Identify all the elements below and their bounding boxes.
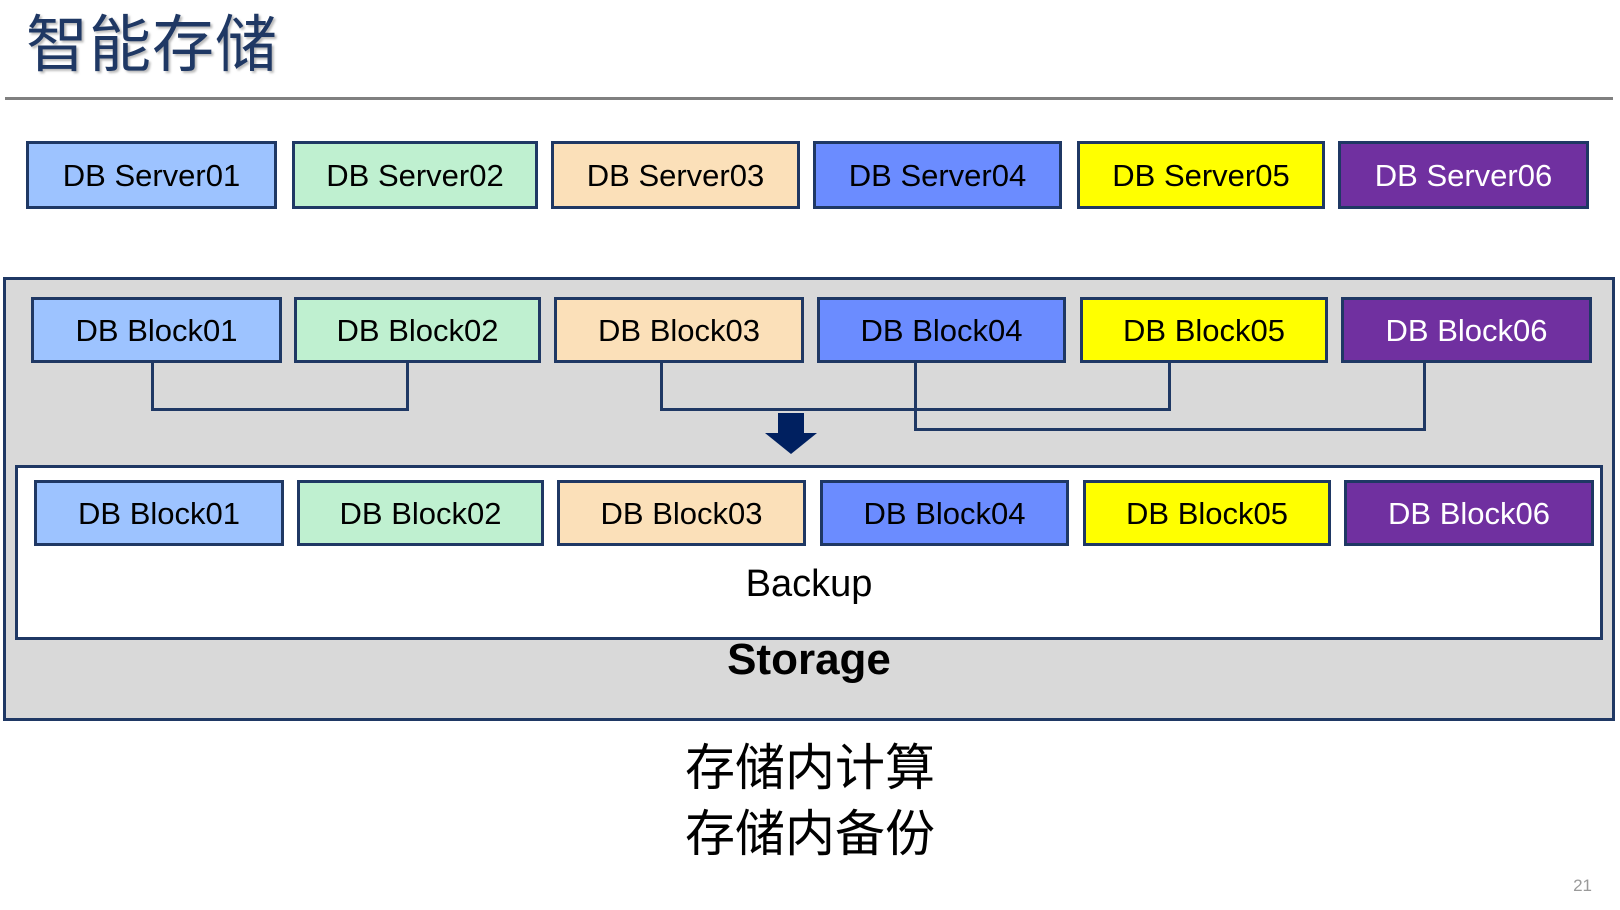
page-number: 21 xyxy=(1573,876,1592,895)
arrow-head xyxy=(765,433,817,454)
caption-line-2: 存储内备份 xyxy=(685,806,935,862)
db-server-card-2[interactable]: DB Server02 xyxy=(292,141,538,209)
db-server-card-1[interactable]: DB Server01 xyxy=(26,141,277,209)
primary-db-block-card-5[interactable]: DB Block05 xyxy=(1080,297,1328,363)
db-server-card-3[interactable]: DB Server03 xyxy=(551,141,800,209)
primary-db-block-card-1[interactable]: DB Block01 xyxy=(31,297,282,363)
db-server-card-6[interactable]: DB Server06 xyxy=(1338,141,1589,209)
connector-block01-block02-crossbar xyxy=(151,408,409,411)
backup-db-block-card-4[interactable]: DB Block04 xyxy=(820,480,1069,546)
backup-label: Backup xyxy=(745,563,873,605)
backup-db-block-card-3[interactable]: DB Block03 xyxy=(557,480,806,546)
primary-db-block-card-2[interactable]: DB Block02 xyxy=(294,297,541,363)
primary-db-block-card-3[interactable]: DB Block03 xyxy=(554,297,804,363)
primary-db-block-card-6[interactable]: DB Block06 xyxy=(1341,297,1592,363)
page-title: 智能存储 xyxy=(26,11,279,80)
connector-block04-block06-left-stem xyxy=(914,363,917,428)
connector-block01-block02 xyxy=(6,280,1612,718)
connector-block04-block06 xyxy=(6,280,1612,718)
backup-db-block-card-1[interactable]: DB Block01 xyxy=(34,480,284,546)
connector-block01-block02-left-stem xyxy=(151,363,154,408)
caption-line-1: 存储内计算 xyxy=(685,740,935,796)
connector-block03-block05-right-stem xyxy=(1168,363,1171,408)
storage-label: Storage xyxy=(727,635,891,684)
arrow-shaft xyxy=(778,413,804,435)
connector-block03-block05-left-stem xyxy=(660,363,663,408)
backup-db-block-card-6[interactable]: DB Block06 xyxy=(1344,480,1594,546)
connector-block04-block06-crossbar xyxy=(914,428,1426,431)
backup-db-block-card-2[interactable]: DB Block02 xyxy=(297,480,544,546)
title-divider xyxy=(5,97,1613,100)
caption-block: 存储内计算存储内备份 xyxy=(0,735,1620,867)
backup-db-block-card-5[interactable]: DB Block05 xyxy=(1083,480,1331,546)
db-server-card-4[interactable]: DB Server04 xyxy=(813,141,1062,209)
connector-block01-block02-right-stem xyxy=(406,363,409,408)
db-server-card-5[interactable]: DB Server05 xyxy=(1077,141,1325,209)
connector-block04-block06-right-stem xyxy=(1423,363,1426,428)
primary-db-block-card-4[interactable]: DB Block04 xyxy=(817,297,1066,363)
replication-down-arrow xyxy=(765,413,817,454)
